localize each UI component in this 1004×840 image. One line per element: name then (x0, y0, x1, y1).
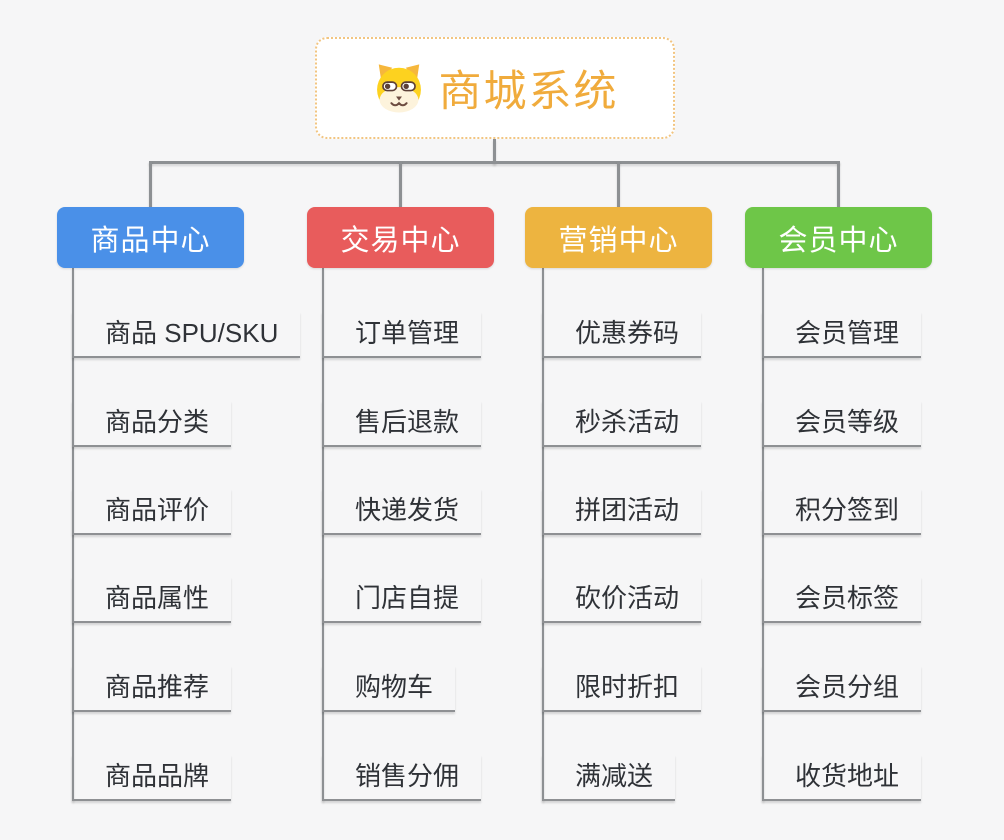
leaf-node[interactable]: 会员等级 (762, 401, 922, 447)
branch-label: 营销中心 (558, 224, 679, 257)
leaf-node[interactable]: 快递发货 (322, 489, 482, 535)
leaf-node[interactable]: 积分签到 (762, 489, 922, 535)
leaf-node[interactable]: 会员管理 (762, 312, 922, 358)
leaf-node[interactable]: 购物车 (322, 666, 456, 712)
branch-label: 商品中心 (90, 224, 211, 257)
leaf-node[interactable]: 砍价活动 (542, 577, 702, 623)
connector-drop-product-center (149, 161, 152, 208)
branch-node-member-center[interactable]: 会员中心 (745, 207, 932, 268)
leaf-node[interactable]: 优惠券码 (542, 312, 702, 358)
root-node[interactable]: 商城系统 (315, 37, 675, 139)
leaf-node[interactable]: 商品评价 (72, 489, 232, 535)
leaf-node[interactable]: 售后退款 (322, 401, 482, 447)
leaf-node[interactable]: 商品 SPU/SKU (72, 312, 301, 358)
branch-label: 交易中心 (340, 224, 461, 257)
leaf-node[interactable]: 商品推荐 (72, 666, 232, 712)
leaf-node[interactable]: 会员分组 (762, 666, 922, 712)
leaf-node[interactable]: 满减送 (542, 755, 676, 801)
dog-face-icon (372, 61, 426, 115)
connector-drop-marketing-center (617, 161, 620, 208)
connector-drop-member-center (837, 161, 840, 208)
leaf-node[interactable]: 订单管理 (322, 312, 482, 358)
leaf-node[interactable]: 收货地址 (762, 755, 922, 801)
leaf-node[interactable]: 商品品牌 (72, 755, 232, 801)
connector-root-drop (493, 139, 496, 164)
branch-node-product-center[interactable]: 商品中心 (57, 207, 244, 268)
leaf-node[interactable]: 商品属性 (72, 577, 232, 623)
root-node-title: 商城系统 (438, 68, 619, 116)
leaf-node[interactable]: 秒杀活动 (542, 401, 702, 447)
leaf-node[interactable]: 销售分佣 (322, 755, 482, 801)
leaf-node[interactable]: 会员标签 (762, 577, 922, 623)
leaf-node[interactable]: 拼团活动 (542, 489, 702, 535)
branch-label: 会员中心 (778, 224, 899, 257)
connector-bus (149, 161, 840, 164)
leaf-node[interactable]: 商品分类 (72, 401, 232, 447)
branch-node-trade-center[interactable]: 交易中心 (307, 207, 494, 268)
leaf-node[interactable]: 门店自提 (322, 577, 482, 623)
branch-node-marketing-center[interactable]: 营销中心 (525, 207, 712, 268)
leaf-node[interactable]: 限时折扣 (542, 666, 702, 712)
connector-drop-trade-center (399, 161, 402, 208)
